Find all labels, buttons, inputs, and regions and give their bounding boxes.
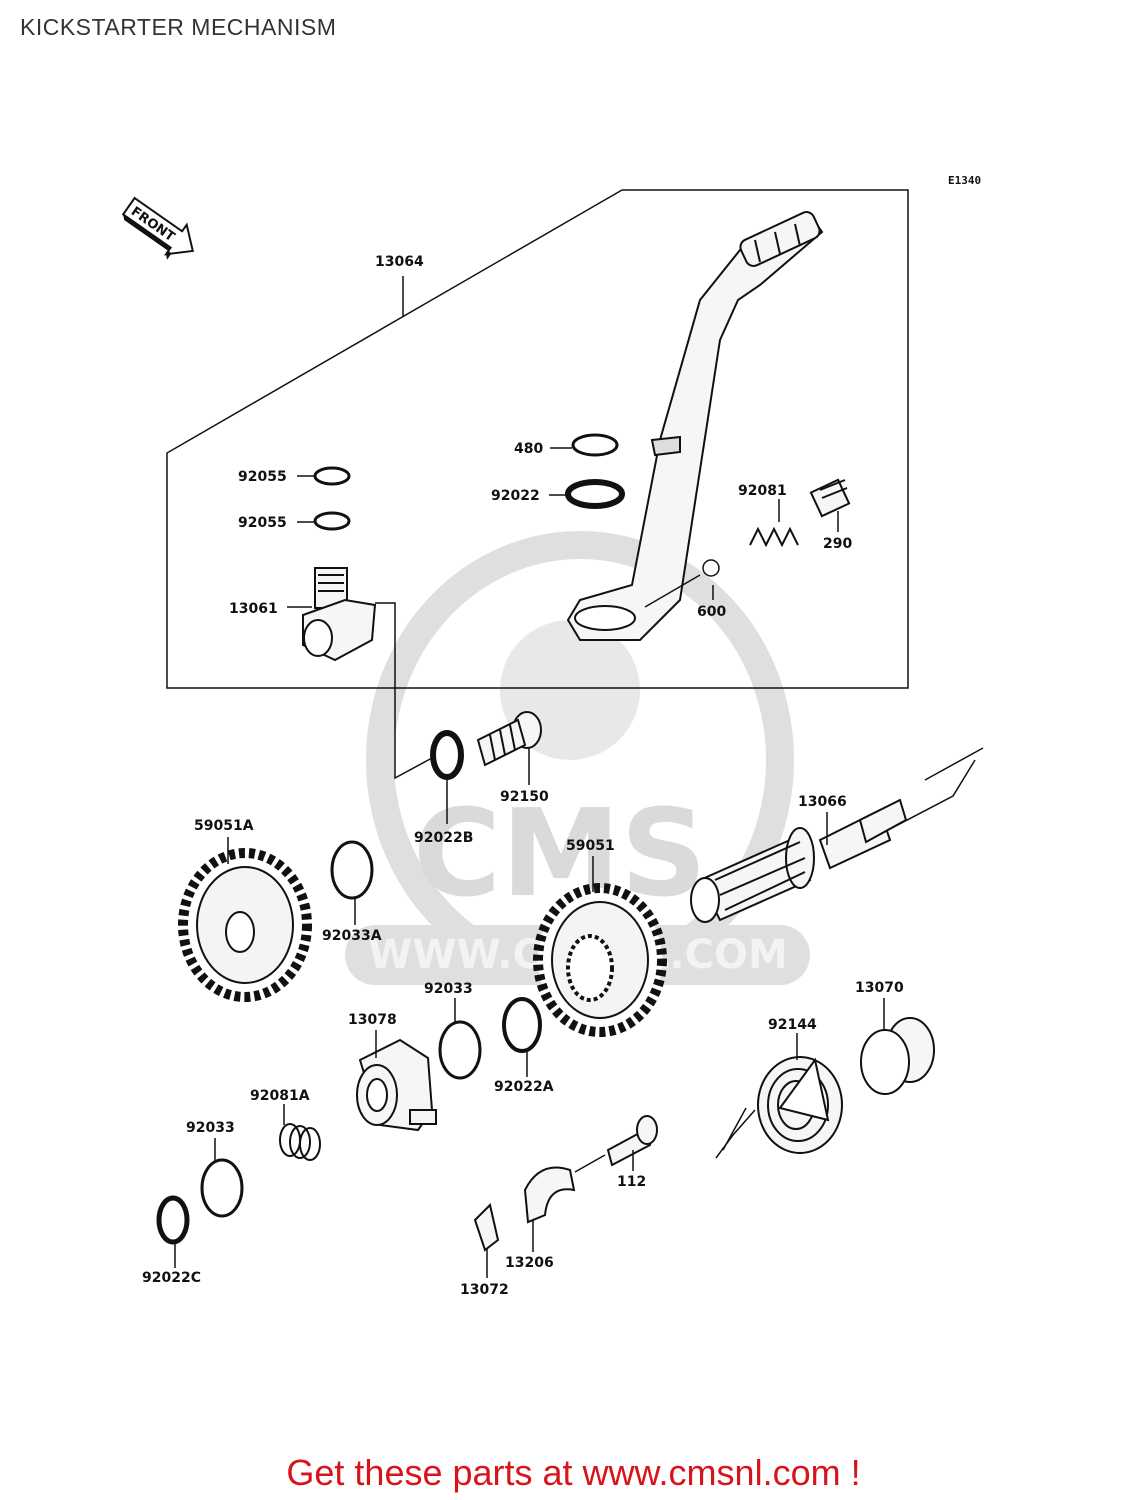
diagram-code: E1340 [948, 174, 981, 187]
label-13070: 13070 [855, 980, 904, 996]
circlip-480 [571, 433, 619, 457]
ratchet-13078 [356, 1038, 437, 1132]
label-92055-bottom: 92055 [238, 515, 287, 531]
gear-59051 [533, 883, 667, 1037]
collar-13070 [860, 1017, 935, 1095]
label-92033: 92033 [424, 981, 473, 997]
washer-92022A [502, 997, 542, 1053]
torsion-spring-92144 [757, 1056, 843, 1154]
circlip-92033A [330, 840, 374, 900]
spring-92081A [279, 1123, 321, 1161]
label-13078: 13078 [348, 1012, 397, 1028]
label-480: 480 [514, 441, 543, 457]
label-600: 600 [697, 604, 726, 620]
kick-lever [566, 211, 824, 641]
label-92081A: 92081A [250, 1088, 310, 1104]
front-arrow-icon: FRONT [121, 196, 194, 260]
label-92150: 92150 [500, 789, 549, 805]
label-13066: 13066 [798, 794, 847, 810]
plate-13072 [473, 1203, 500, 1252]
label-92081: 92081 [738, 483, 787, 499]
exploded-parts-diagram: CMS WWW.CMSNL.COM E1340 FRONT [121, 174, 984, 1298]
label-92144: 92144 [768, 1017, 817, 1033]
guide-13206 [523, 1166, 576, 1224]
assembly-outline [166, 189, 909, 689]
page-title: KICKSTARTER MECHANISM [20, 14, 337, 40]
washer-92022 [565, 479, 625, 509]
circlip-92033 [438, 1020, 482, 1080]
pin-290 [809, 478, 851, 518]
footer-promo-link[interactable]: Get these parts at www.cmsnl.com ! [286, 1452, 861, 1493]
label-92033-lower: 92033 [186, 1120, 235, 1136]
label-13064: 13064 [375, 254, 424, 270]
label-59051A: 59051A [194, 818, 254, 834]
label-92055-top: 92055 [238, 469, 287, 485]
boss-13061 [302, 567, 377, 662]
spring-92081 [749, 526, 799, 548]
o-ring-92055-top [313, 466, 351, 486]
circlip-92033-lower [200, 1158, 244, 1218]
label-13072: 13072 [460, 1282, 509, 1298]
label-92033A: 92033A [322, 928, 382, 944]
bolt-112 [606, 1115, 658, 1167]
washer-92022B [430, 730, 464, 780]
o-ring-92055-bottom [313, 511, 351, 531]
label-59051: 59051 [566, 838, 615, 854]
bolt-92150 [476, 711, 542, 767]
label-92022A: 92022A [494, 1079, 554, 1095]
label-92022: 92022 [491, 488, 540, 504]
ball-600 [702, 559, 720, 577]
gear-59051A [178, 848, 312, 1002]
washer-92022C [156, 1195, 190, 1245]
leader-lines [174, 276, 885, 1278]
label-13206: 13206 [505, 1255, 554, 1271]
kick-shaft-13066 [690, 798, 908, 923]
shaft-guide-line [887, 759, 976, 831]
label-13061: 13061 [229, 601, 278, 617]
label-92022B: 92022B [414, 830, 473, 846]
label-112: 112 [617, 1174, 646, 1190]
label-92022C: 92022C [142, 1270, 201, 1286]
spring-guide-line [715, 1109, 756, 1159]
label-290: 290 [823, 536, 852, 552]
